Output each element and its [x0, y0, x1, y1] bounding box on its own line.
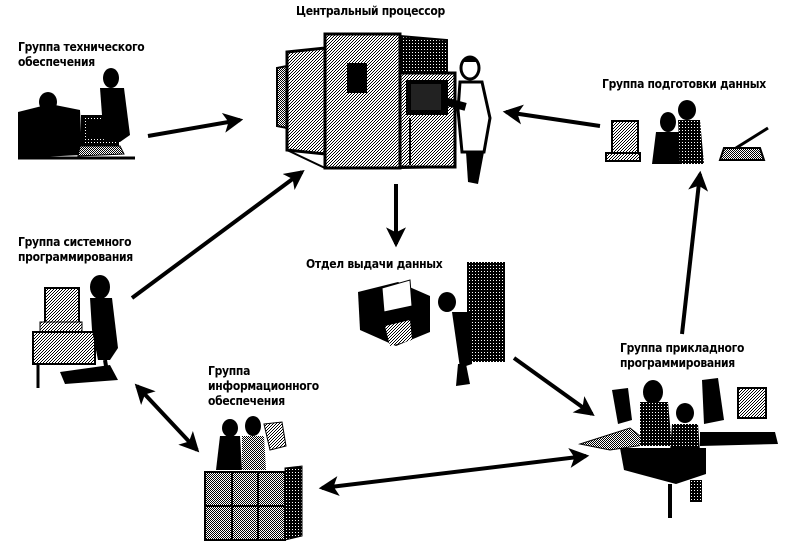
label-technical-support-group: Группа технического обеспечения — [18, 40, 145, 69]
arrow-sys-to-cpu — [130, 170, 305, 300]
arrow-sys-info-bidirectional — [134, 383, 200, 453]
mainframe-computer-icon — [276, 32, 457, 170]
label-data-preparation-group: Группа подготовки данных — [602, 77, 766, 91]
arrow-info-app-bidirectional — [318, 448, 590, 496]
people-at-file-cabinet-icon — [204, 416, 303, 541]
label-applied-programming-group: Группа прикладного программирования — [620, 341, 745, 370]
label-information-support-group: Группа информационного обеспечения — [208, 364, 319, 408]
technicians-at-workstation-icon — [18, 68, 135, 160]
arrow-output-to-app — [512, 356, 595, 416]
label-data-output-department: Отдел выдачи данных — [306, 257, 443, 271]
arrow-prep-to-cpu — [502, 104, 601, 128]
printer-icon — [358, 279, 430, 346]
applied-programmers-at-desks-icon — [578, 378, 778, 518]
computer-operator-icon — [443, 55, 492, 184]
mainframe-base — [286, 149, 456, 169]
person-carrying-paper-stack-icon — [438, 262, 505, 386]
programmer-at-desk-icon — [32, 275, 118, 388]
arrow-tech-to-cpu — [147, 113, 244, 138]
arrow-app-to-prep — [680, 170, 709, 335]
scanner-icon — [718, 126, 769, 161]
label-central-processor: Центральный процессор — [296, 4, 445, 18]
data-entry-workers-icon — [605, 100, 704, 164]
label-system-programming-group: Группа системного программирования — [18, 235, 133, 264]
